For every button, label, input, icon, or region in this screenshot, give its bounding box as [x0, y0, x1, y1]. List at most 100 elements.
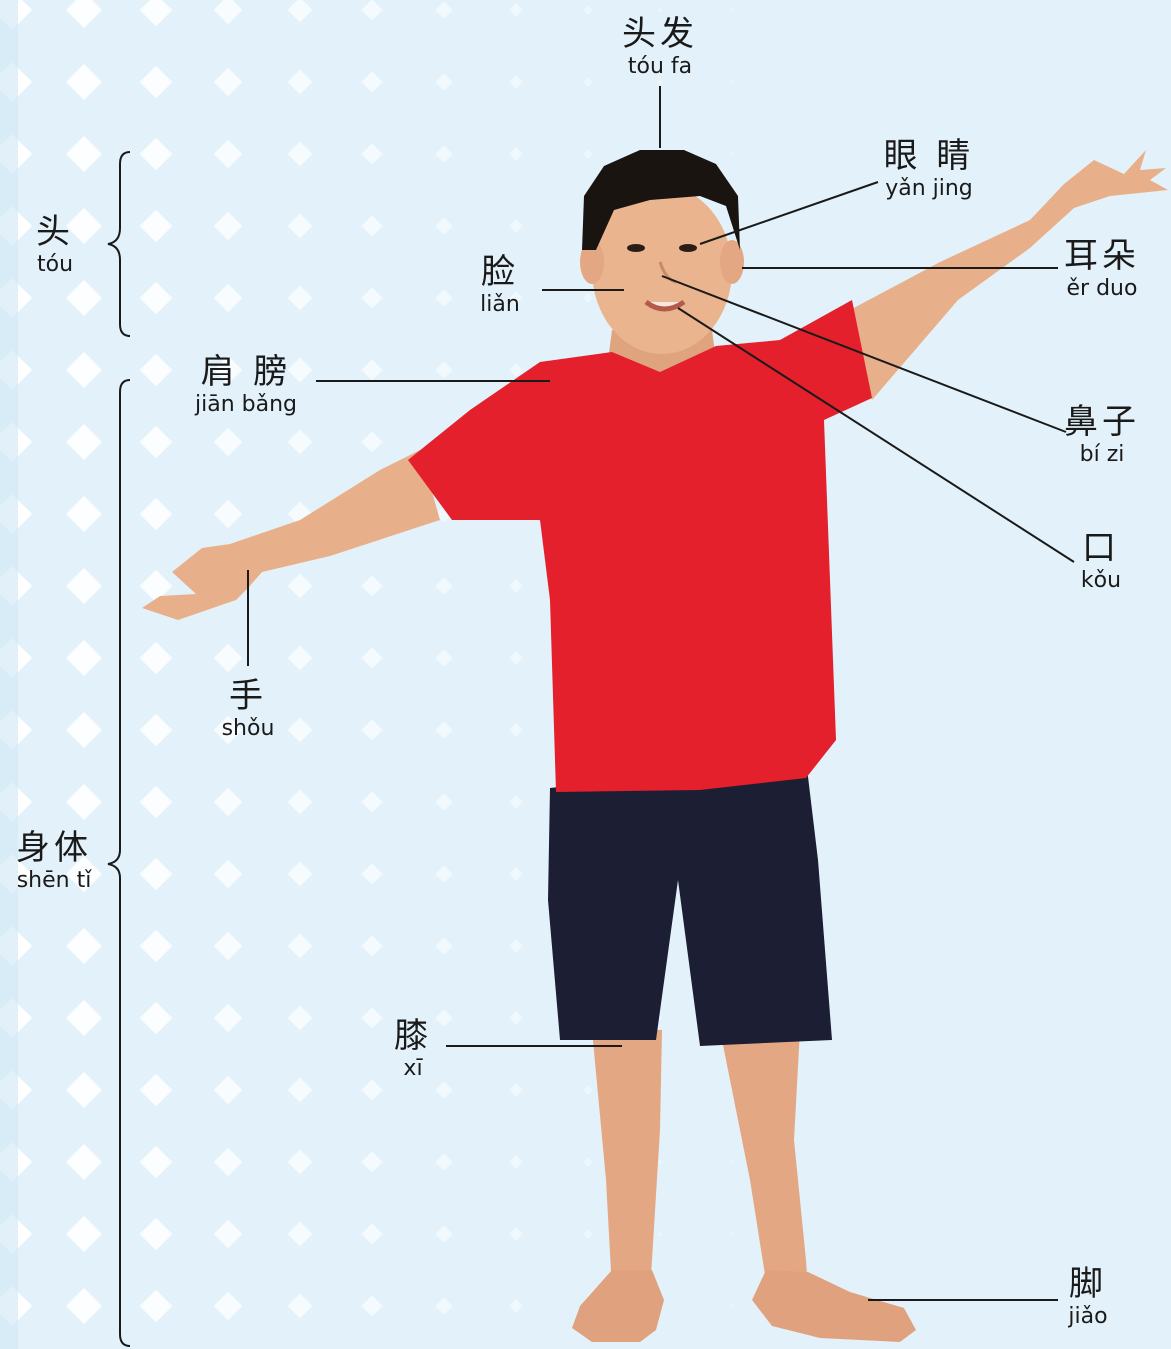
hair [582, 150, 740, 250]
background-diamond [509, 1299, 523, 1313]
background-diamond [361, 1007, 383, 1029]
label-erduo-hanzi: 耳朵 [1064, 236, 1140, 276]
background-diamond [730, 80, 734, 84]
background-diamond [583, 1085, 593, 1095]
left-eye [627, 244, 645, 252]
label-kou-pinyin: kǒu [1080, 568, 1122, 593]
label-shenti-pinyin: shēn tǐ [16, 868, 92, 893]
right-foot [752, 1270, 916, 1342]
background-diamond [65, 1143, 103, 1181]
background-diamond [213, 427, 243, 457]
background-diamond [139, 569, 173, 603]
background-diamond [213, 283, 243, 313]
label-shenti-hanzi: 身体 [16, 828, 92, 868]
mouth [644, 299, 686, 312]
background-diamond [139, 1073, 173, 1107]
background-diamond [139, 1289, 173, 1323]
background-diamond [361, 71, 383, 93]
background-diamond [435, 721, 453, 739]
label-jiao-pinyin: jiǎo [1068, 1304, 1108, 1329]
background-diamond [65, 711, 103, 749]
background-diamond [287, 717, 313, 743]
leader-lines [247, 86, 1075, 1301]
background-diamond [65, 999, 103, 1037]
label-shenti: 身体 shēn tǐ [6, 828, 102, 894]
background-diamond [213, 211, 243, 241]
label-yanjing-pinyin: yǎn jing [885, 176, 973, 201]
label-toufa-hanzi: 头发 [622, 14, 698, 54]
background-diamond [287, 501, 313, 527]
background-diamond [361, 935, 383, 957]
background-diamond [361, 1295, 383, 1317]
background-diamond [361, 575, 383, 597]
label-toufa-pinyin: tóu fa [627, 54, 693, 79]
background-diamond [213, 931, 243, 961]
label-tou-pinyin: tóu [36, 252, 74, 277]
label-jianbang: 肩 膀 jiān bǎng [180, 352, 312, 418]
background-diamond [65, 639, 103, 677]
right-eye [679, 244, 697, 252]
background-diamond [361, 143, 383, 165]
background-diamond [583, 5, 593, 15]
background-diamond [213, 1147, 243, 1177]
background-diamond [65, 279, 103, 317]
background-diamond [361, 359, 383, 381]
background-diamond [509, 939, 523, 953]
background-diamond [213, 715, 243, 745]
label-xi: 膝 xī [378, 1016, 448, 1082]
background-diamond [509, 795, 523, 809]
background-diamond [287, 861, 313, 887]
background-diamond [361, 431, 383, 453]
background-diamond [65, 1287, 103, 1325]
leader-line-kou [677, 307, 1075, 563]
right-leg [720, 1030, 808, 1294]
background-diamond [435, 649, 453, 667]
background-diamond [435, 1297, 453, 1315]
background-diamond [361, 215, 383, 237]
background-diamond [435, 361, 453, 379]
background-diamond [583, 1229, 593, 1239]
right-arm [850, 150, 1168, 400]
background-diamond [65, 783, 103, 821]
background-diamond [435, 289, 453, 307]
background-diamond [361, 791, 383, 813]
background-diamond [139, 929, 173, 963]
background-diamond [361, 287, 383, 309]
background-diamond [287, 0, 313, 23]
shorts [548, 760, 832, 1046]
background-diamond [139, 281, 173, 315]
background-diamond [435, 1225, 453, 1243]
right-ear [720, 240, 744, 284]
background-diamond [361, 0, 383, 21]
background-diamond [361, 1151, 383, 1173]
background-diamond [287, 69, 313, 95]
background-diamond [509, 723, 523, 737]
background-diamond [213, 139, 243, 169]
label-erduo: 耳朵 ěr duo [1046, 236, 1158, 302]
background-diamond [435, 1081, 453, 1099]
background-diamond [65, 351, 103, 389]
label-jiao-hanzi: 脚 [1069, 1264, 1107, 1304]
background-diamond [435, 1153, 453, 1171]
background-diamond [65, 1215, 103, 1253]
background-diamond [65, 207, 103, 245]
background-diamond [287, 141, 313, 167]
background-diamond [287, 213, 313, 239]
background-diamond [435, 937, 453, 955]
background-diamond [583, 149, 593, 159]
background-diamond [139, 713, 173, 747]
background-diamond [213, 1291, 243, 1321]
label-bizi-hanzi: 鼻子 [1064, 402, 1140, 442]
label-kou: 口 kǒu [1064, 528, 1138, 594]
background-diamond [287, 285, 313, 311]
background-diamond [361, 1079, 383, 1101]
background-diamond [213, 1075, 243, 1105]
background-diamond [435, 1, 453, 19]
label-erduo-pinyin: ěr duo [1066, 276, 1138, 301]
background-diamond [657, 7, 663, 13]
background-diamond [657, 1231, 663, 1237]
left-leg [592, 1030, 662, 1290]
label-shou: 手 shǒu [208, 676, 288, 742]
background-diamond [435, 865, 453, 883]
